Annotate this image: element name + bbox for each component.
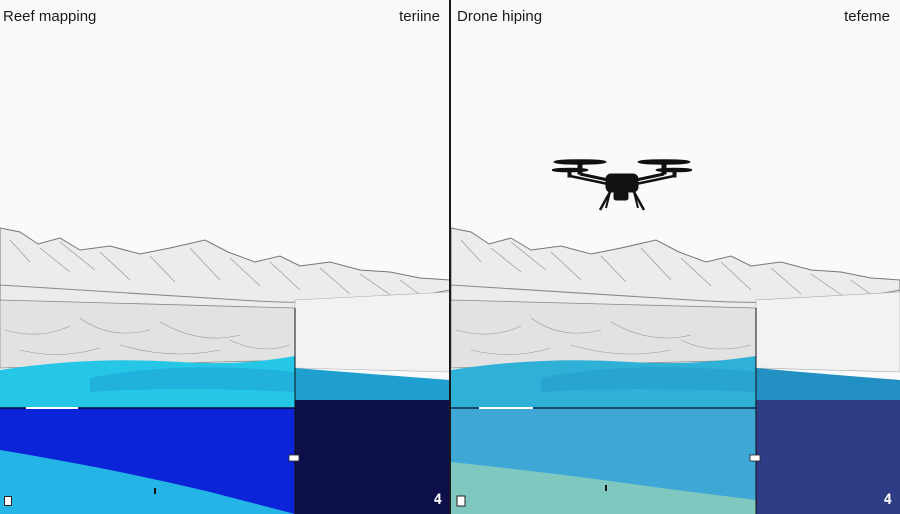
reef-landscape-illustration [0, 227, 450, 514]
panel-tag: teriine [399, 8, 440, 25]
corner-number: 4 [433, 492, 442, 508]
panel-divider [449, 0, 451, 514]
right-panel: Drone hiping tefeme 4 [451, 0, 900, 514]
panel-title: Drone hiping [457, 8, 543, 25]
panel-tag: tefeme [844, 8, 890, 25]
panel-title: Reef mapping [3, 8, 97, 25]
corner-number: 4 [883, 492, 892, 508]
left-panel: Reef mapping teriine 4 [0, 8, 450, 514]
drone-landscape-illustration [451, 0, 900, 514]
corner-marker [4, 496, 12, 506]
drone-icon [552, 159, 692, 211]
